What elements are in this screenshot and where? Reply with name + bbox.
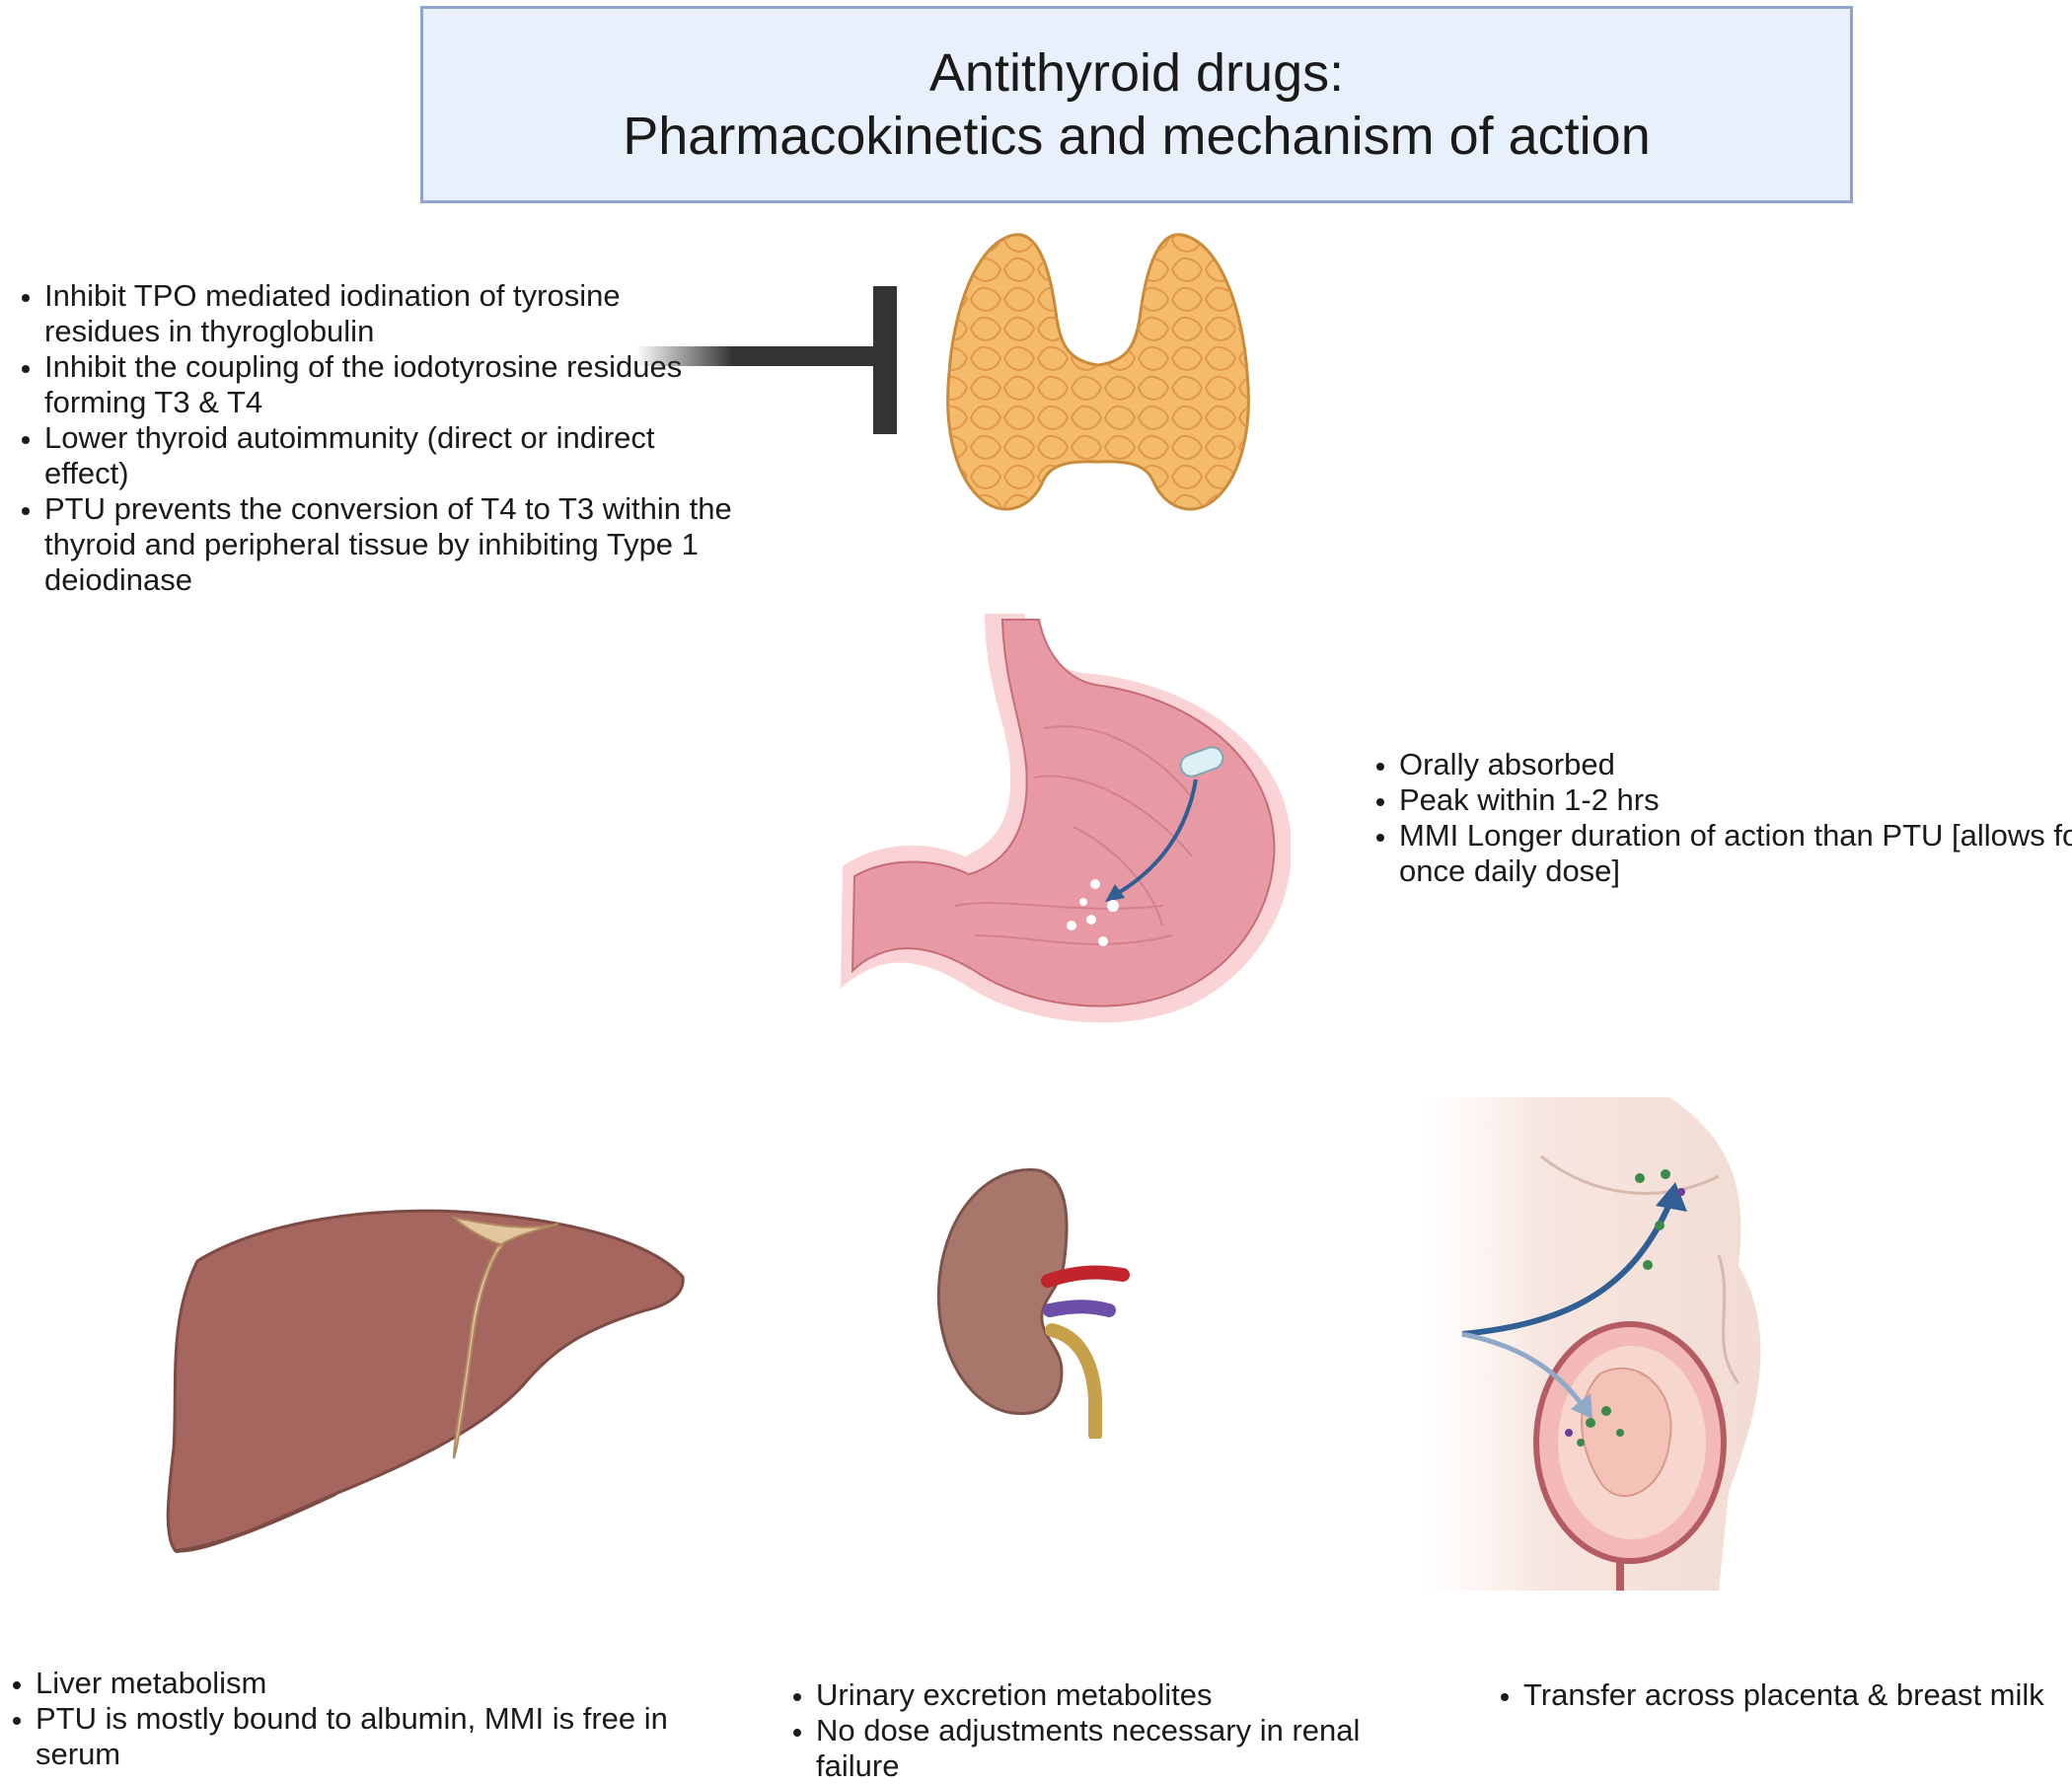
kidney-item: No dose adjustments necessary in renal f… <box>816 1713 1447 1784</box>
mechanism-item: Inhibit TPO mediated iodination of tyros… <box>44 278 735 349</box>
title-line-1: Antithyroid drugs: <box>928 43 1345 103</box>
mechanism-item: PTU prevents the conversion of T4 to T3 … <box>44 491 735 598</box>
thyroid-gland-icon <box>946 233 1250 511</box>
absorption-item: Peak within 1-2 hrs <box>1399 782 2072 818</box>
kidney-list: Urinary excretion metabolites No dose ad… <box>773 1677 1447 1784</box>
mechanism-item: Lower thyroid autoimmunity (direct or in… <box>44 420 735 491</box>
liver-item: Liver metabolism <box>36 1666 706 1701</box>
title-line-2: Pharmacokinetics and mechanism of action <box>623 107 1651 166</box>
liver-icon <box>166 1209 685 1553</box>
placenta-item: Transfer across placenta & breast milk <box>1523 1677 2072 1713</box>
title-box: Antithyroid drugs: Pharmacokinetics and … <box>420 6 1853 203</box>
liver-list: Liver metabolism PTU is mostly bound to … <box>0 1666 706 1772</box>
mechanism-item: Inhibit the coupling of the iodotyrosine… <box>44 349 735 420</box>
absorption-item: MMI Longer duration of action than PTU [… <box>1399 818 2072 889</box>
absorption-list: Orally absorbed Peak within 1-2 hrs MMI … <box>1355 747 2072 889</box>
absorption-item: Orally absorbed <box>1399 747 2072 782</box>
kidney-item: Urinary excretion metabolites <box>816 1677 1447 1713</box>
pregnancy-icon <box>1423 1097 1761 1591</box>
stomach-icon <box>841 614 1291 1023</box>
placenta-list: Transfer across placenta & breast milk <box>1482 1677 2072 1713</box>
inhibition-bar-icon <box>635 286 897 434</box>
mechanism-list: Inhibit TPO mediated iodination of tyros… <box>0 278 735 598</box>
liver-item: PTU is mostly bound to albumin, MMI is f… <box>36 1701 706 1772</box>
kidney-icon <box>936 1168 1130 1439</box>
